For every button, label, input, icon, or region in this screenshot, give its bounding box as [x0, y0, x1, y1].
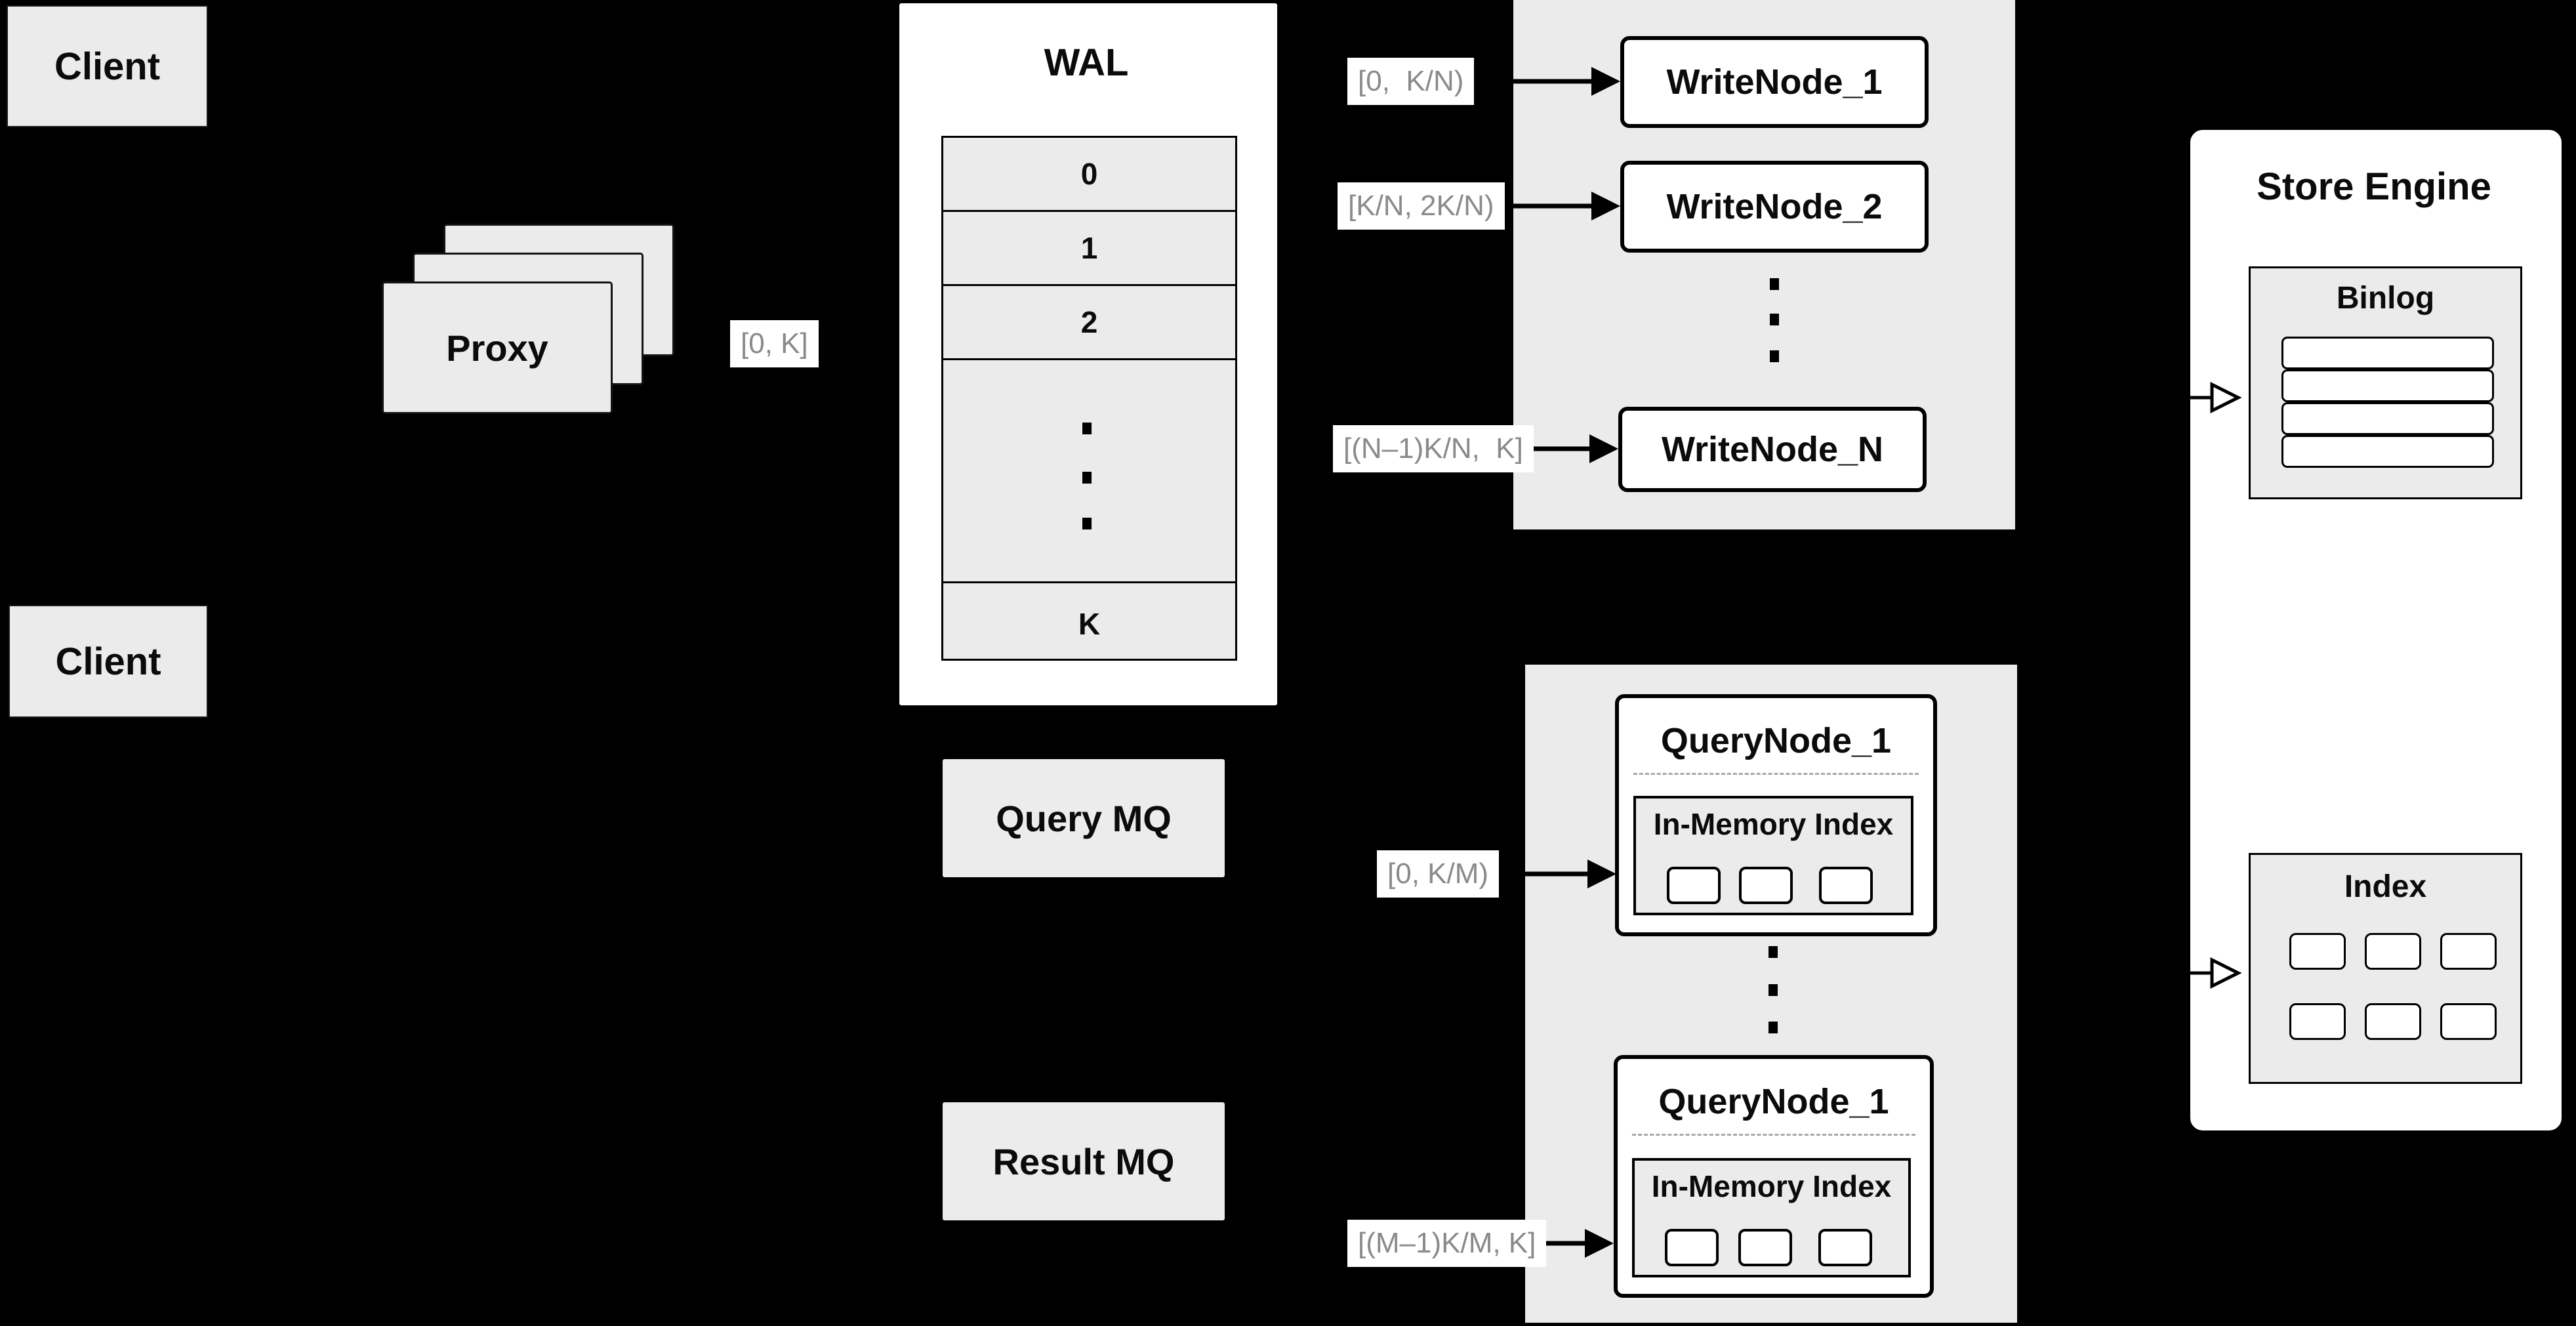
binlog-segment	[2281, 402, 2494, 435]
query-mq-label: Query MQ	[996, 797, 1172, 839]
index-segment	[2365, 1003, 2421, 1040]
arrow-wal-to-writenode-1	[1279, 67, 1620, 96]
arrow-querymq-to-querynode-top	[1225, 860, 1616, 888]
ellipsis-dot	[1770, 350, 1779, 362]
store-engine-title: Store Engine	[2257, 165, 2491, 208]
proxy-card-front: Proxy	[382, 281, 613, 414]
wal-row-2: 2	[943, 284, 1235, 358]
wal-row-ellipsis	[943, 358, 1235, 581]
client-box-bottom: Client	[9, 605, 208, 718]
segment	[1739, 867, 1793, 904]
segment	[1738, 1229, 1792, 1266]
binlog-segment	[2281, 369, 2494, 402]
ellipsis-dot	[1768, 1022, 1778, 1033]
index-title: Index	[2344, 869, 2427, 904]
wal-row-k: K	[943, 581, 1235, 665]
ellipsis-dot	[1770, 278, 1779, 290]
client-top-label: Client	[54, 45, 161, 88]
segment	[1819, 867, 1873, 904]
arrow-wal-to-writenode-2	[1279, 192, 1620, 220]
binlog-title: Binlog	[2336, 280, 2435, 316]
range-label-querynode-bottom: [(M–1)K/M, K]	[1347, 1220, 1547, 1267]
index-segment	[2440, 1003, 2497, 1040]
index-segment	[2365, 933, 2421, 970]
ellipsis-dot	[1768, 946, 1778, 958]
querynode-top-inmemory-title: In-Memory Index	[1653, 807, 1894, 841]
writenode-1-label: WriteNode_1	[1666, 62, 1883, 102]
wal-title: WAL	[1044, 41, 1129, 84]
binlog-segment	[2281, 435, 2494, 468]
querynode-top-divider	[1633, 773, 1919, 775]
querynode-bottom-title: QueryNode_1	[1658, 1082, 1889, 1121]
ellipsis-dot	[1082, 518, 1092, 529]
arrow-writenodes-to-binlog	[2015, 381, 2242, 414]
writenode-1-box: WriteNode_1	[1620, 36, 1929, 128]
segment	[1667, 867, 1721, 904]
wal-row-0: 0	[1080, 157, 1098, 191]
ellipsis-dot	[1768, 984, 1778, 996]
range-label-proxy-wal: [0, K]	[730, 320, 819, 367]
binlog-segment	[2281, 337, 2494, 369]
ellipsis-dot	[1082, 472, 1092, 484]
index-segment	[2440, 933, 2497, 970]
proxy-label: Proxy	[446, 327, 548, 369]
ellipsis-dot	[1082, 423, 1092, 434]
querynode-bottom-inmemory-title: In-Memory Index	[1651, 1169, 1892, 1203]
range-label-writenode-2: [K/N, 2K/N)	[1338, 182, 1505, 230]
range-label-writenode-n: [(N–1)K/N, K]	[1333, 425, 1534, 472]
index-segment	[2289, 1003, 2346, 1040]
client-bottom-label: Client	[55, 640, 161, 683]
arrow-store-to-index	[2020, 957, 2242, 989]
segment	[1665, 1229, 1719, 1266]
query-mq-box: Query MQ	[943, 759, 1225, 877]
writenode-n-label: WriteNode_N	[1661, 430, 1884, 469]
range-label-querynode-top: [0, K/M)	[1377, 850, 1500, 898]
writenode-2-box: WriteNode_2	[1620, 161, 1929, 253]
ellipsis-dot	[1770, 314, 1779, 325]
client-box-top: Client	[7, 5, 208, 127]
writenode-2-label: WriteNode_2	[1666, 187, 1883, 226]
result-mq-box: Result MQ	[943, 1102, 1225, 1220]
index-segment	[2289, 933, 2346, 970]
querynode-top-title: QueryNode_1	[1660, 721, 1892, 760]
wal-row-1: 1	[943, 210, 1235, 284]
writenode-n-box: WriteNode_N	[1618, 407, 1927, 492]
wal-table: 0 1 2 K	[941, 136, 1237, 661]
segment	[1818, 1229, 1872, 1266]
result-mq-label: Result MQ	[992, 1140, 1175, 1182]
range-label-writenode-1: [0, K/N)	[1347, 58, 1475, 105]
querynode-bottom-divider	[1632, 1134, 1915, 1136]
